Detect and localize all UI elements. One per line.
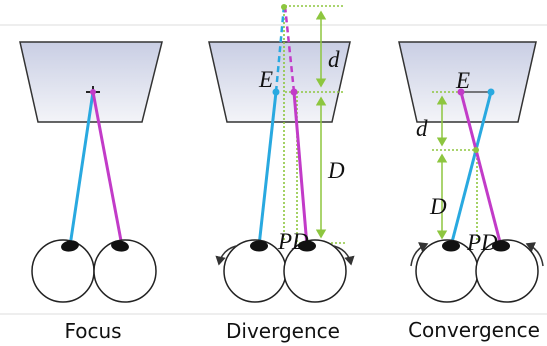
right-eye-ray <box>292 91 309 247</box>
right-screen-point <box>457 88 465 96</box>
left-eye-ray <box>449 91 493 247</box>
caption-focus: Focus <box>64 319 121 343</box>
left-eye-ray-extension <box>274 5 286 93</box>
rotation-arrow-icon <box>410 242 429 267</box>
eyeball-icon <box>415 239 479 303</box>
right-screen-point <box>290 88 298 96</box>
eyeball-icon <box>223 239 287 303</box>
virtual-point <box>473 147 479 153</box>
focus-point <box>90 89 96 95</box>
label-E: E <box>258 67 273 92</box>
panel-convergence: d D E PD <box>398 41 544 303</box>
left-screen-point <box>487 88 495 96</box>
rotation-arrow-icon <box>333 245 355 266</box>
eyeball-icon <box>93 239 157 303</box>
right-eye-ray-extension <box>283 5 296 93</box>
label-PD: PD <box>277 229 309 254</box>
eyeball-icon <box>475 239 539 303</box>
caption-convergence: Convergence <box>408 318 540 342</box>
eyeball-icon <box>283 239 347 303</box>
left-screen-point <box>272 88 280 96</box>
rotation-arrow-icon <box>525 242 544 267</box>
screen-convergence <box>398 41 537 123</box>
eyeball-icon <box>31 239 95 303</box>
right-eye-ray <box>459 91 503 247</box>
right-eye-ray <box>91 91 124 247</box>
left-eye-ray <box>257 91 278 247</box>
panel-divergence: d D E PD <box>208 4 355 303</box>
panel-focus <box>19 41 163 303</box>
left-eye-ray <box>68 91 95 247</box>
virtual-point <box>281 4 287 10</box>
label-D: D <box>429 194 447 219</box>
rotation-arrow-icon <box>215 245 237 266</box>
label-PD: PD <box>466 230 498 255</box>
label-d: d <box>328 47 340 72</box>
label-d: d <box>416 116 428 141</box>
label-D: D <box>327 158 345 183</box>
caption-divergence: Divergence <box>226 319 340 343</box>
screen-focus <box>19 41 163 123</box>
screen-divergence <box>208 41 351 123</box>
label-E: E <box>455 68 470 93</box>
